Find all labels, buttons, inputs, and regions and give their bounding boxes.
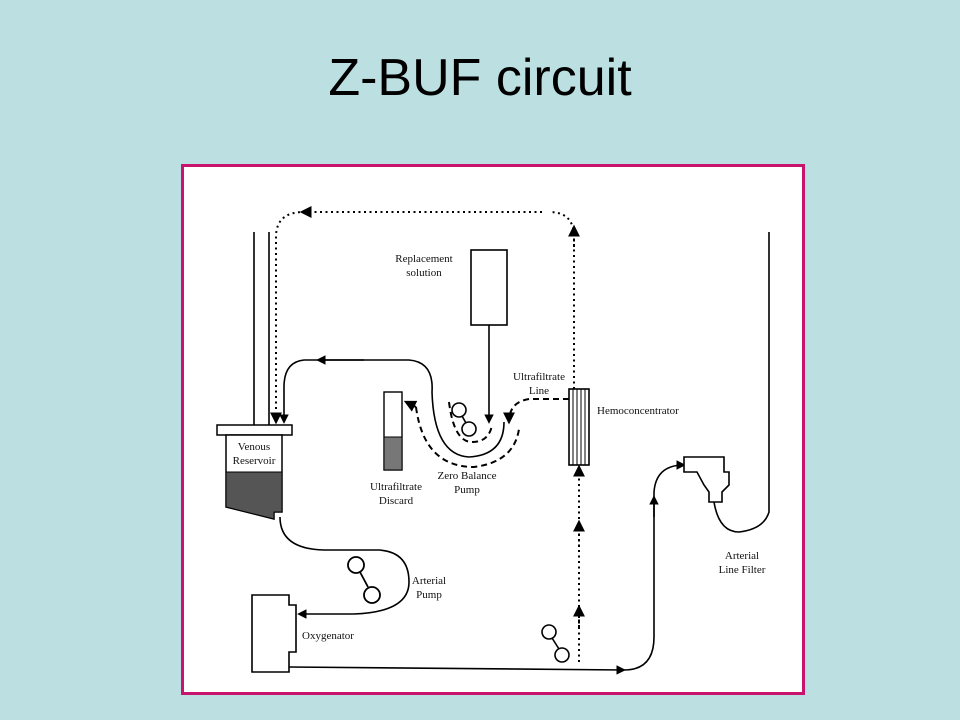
z-buf-circuit-diagram: Venous Reservoir Replacement solution Ze… bbox=[216, 206, 770, 675]
discard-label-2: Discard bbox=[379, 495, 414, 507]
zero-balance-pump-rollers bbox=[451, 402, 477, 437]
zero-balance-label-2: Pump bbox=[454, 484, 480, 496]
arterial-line-filter bbox=[683, 456, 730, 503]
discard-label-1: Ultrafiltrate bbox=[370, 481, 422, 493]
discard-dashed-line bbox=[403, 400, 418, 412]
hemoconcentrator bbox=[568, 388, 590, 466]
arterial-filter-label-1: Arterial bbox=[725, 550, 759, 562]
hemoconcentrator-label: Hemoconcentrator bbox=[597, 405, 679, 417]
arterial-filter-outflow bbox=[713, 232, 770, 533]
replacement-solution-bag bbox=[470, 249, 508, 326]
replacement-label-2: solution bbox=[406, 267, 442, 279]
arterial-pump-rollers bbox=[347, 556, 381, 604]
zero-balance-dashed-inner bbox=[448, 401, 493, 444]
arterial-filter-label-2: Line Filter bbox=[719, 564, 766, 576]
arterial-line-to-filter bbox=[623, 460, 686, 671]
venous-reservoir-label-1: Venous bbox=[238, 441, 270, 453]
ultrafiltrate-line-label-2: Line bbox=[529, 385, 549, 397]
arterial-outflow-line bbox=[288, 665, 626, 675]
zero-balance-dashed-outer bbox=[415, 406, 520, 469]
arterial-pump-label-1: Arterial bbox=[412, 575, 446, 587]
venous-outlet-line bbox=[279, 516, 410, 619]
oxygenator-label: Oxygenator bbox=[302, 630, 354, 642]
hemoconcentrator-inflow-pump bbox=[541, 624, 570, 663]
venous-reservoir bbox=[216, 424, 293, 520]
slide-title: Z-BUF circuit bbox=[328, 49, 632, 107]
replacement-label-1: Replacement bbox=[395, 253, 452, 265]
diagram-frame: Venous Reservoir Replacement solution Ze… bbox=[181, 164, 805, 695]
ultrafiltrate-dashed-line bbox=[503, 398, 569, 425]
arterial-pump-label-2: Pump bbox=[416, 589, 442, 601]
venous-return-line bbox=[279, 359, 433, 424]
ultrafiltrate-discard-container bbox=[383, 391, 403, 471]
zero-balance-pump-tubing bbox=[431, 391, 505, 458]
oxygenator bbox=[251, 594, 297, 673]
ultrafiltrate-line-label-1: Ultrafiltrate bbox=[513, 371, 565, 383]
zero-balance-label-1: Zero Balance bbox=[438, 470, 497, 482]
venous-reservoir-label-2: Reservoir bbox=[233, 455, 276, 467]
